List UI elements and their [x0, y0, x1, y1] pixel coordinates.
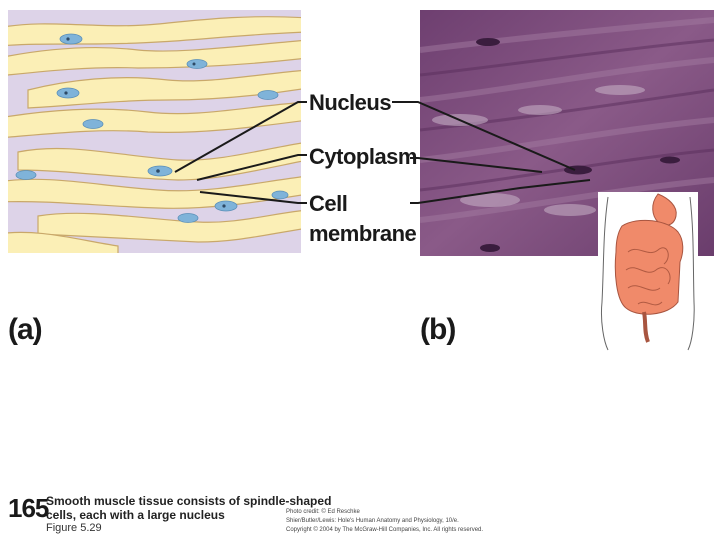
- photo-credit: Photo credit: © Ed Reschke: [286, 509, 360, 515]
- slide-number: 165: [8, 493, 49, 523]
- organ-inset: [598, 192, 698, 352]
- cytoplasm-label: Cytoplasm: [309, 144, 417, 169]
- panel-b-label: (b): [420, 313, 456, 346]
- caption-line-1: Smooth muscle tissue consists of spindle…: [46, 494, 332, 508]
- caption-line-2: cells, each with a large nucleus: [46, 508, 225, 522]
- figure-reference: Figure 5.29: [46, 522, 102, 534]
- book-credit: Shier/Butler/Lewis: Hole's Human Anatomy…: [286, 518, 459, 524]
- panel-a-label: (a): [8, 313, 43, 346]
- nucleus-label: Nucleus: [309, 90, 392, 115]
- intestine-icon: [598, 192, 698, 352]
- cell-membrane-label-line1: Cell: [309, 191, 348, 216]
- cell-membrane-label-line2: membrane: [309, 221, 417, 246]
- copyright-credit: Copyright © 2004 by The McGraw-Hill Comp…: [286, 527, 484, 533]
